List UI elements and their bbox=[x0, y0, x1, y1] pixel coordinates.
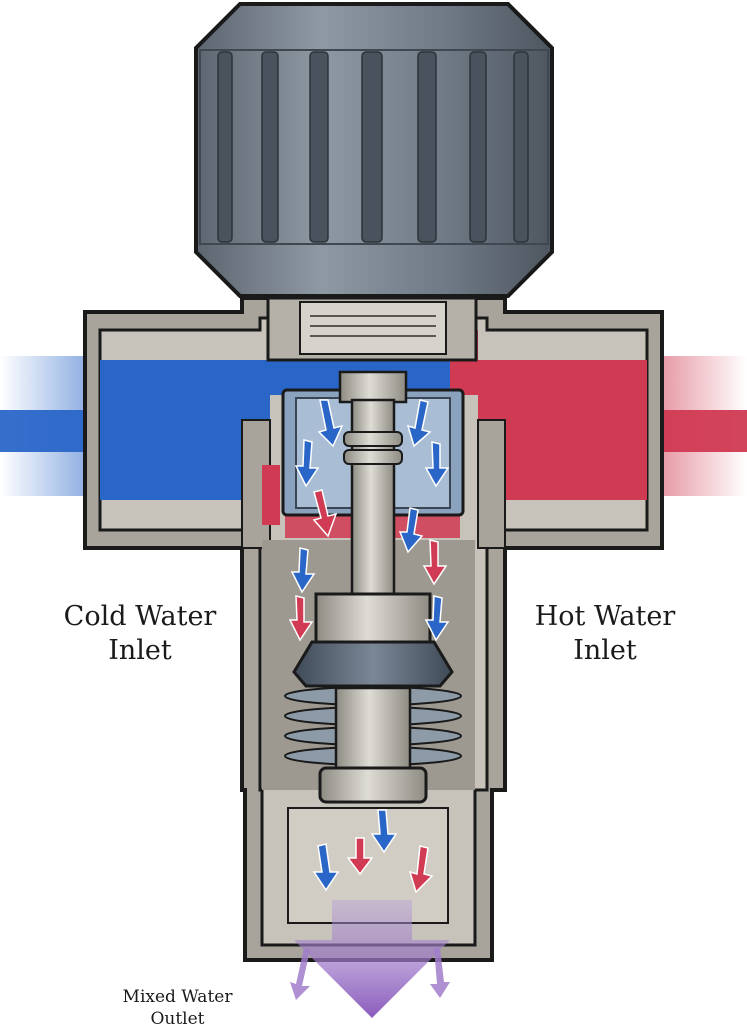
valve-stem bbox=[314, 370, 432, 644]
hot-flow-arrows bbox=[288, 489, 448, 894]
hot-label-line2: Inlet bbox=[573, 634, 637, 666]
bonnet bbox=[266, 296, 478, 362]
cold-water-inlet-label: Cold Water Inlet bbox=[40, 600, 240, 668]
hot-label-line1: Hot Water bbox=[534, 601, 676, 632]
cold-label-line1: Cold Water bbox=[63, 601, 217, 632]
adjustment-knob bbox=[194, 2, 554, 298]
mixed-label-line2: Outlet bbox=[150, 1009, 205, 1030]
thermostat-cone bbox=[292, 640, 454, 688]
cold-label-line2: Inlet bbox=[108, 634, 172, 666]
mixed-outlet-arrow bbox=[290, 900, 450, 1018]
mixed-label-line1: Mixed Water bbox=[122, 987, 233, 1007]
spring-core bbox=[334, 686, 412, 770]
cold-flow-arrows bbox=[290, 399, 450, 892]
plunger bbox=[318, 766, 428, 804]
hot-water-inlet-label: Hot Water Inlet bbox=[505, 600, 705, 668]
mixed-water-outlet-label: Mixed Water Outlet bbox=[105, 986, 250, 1030]
